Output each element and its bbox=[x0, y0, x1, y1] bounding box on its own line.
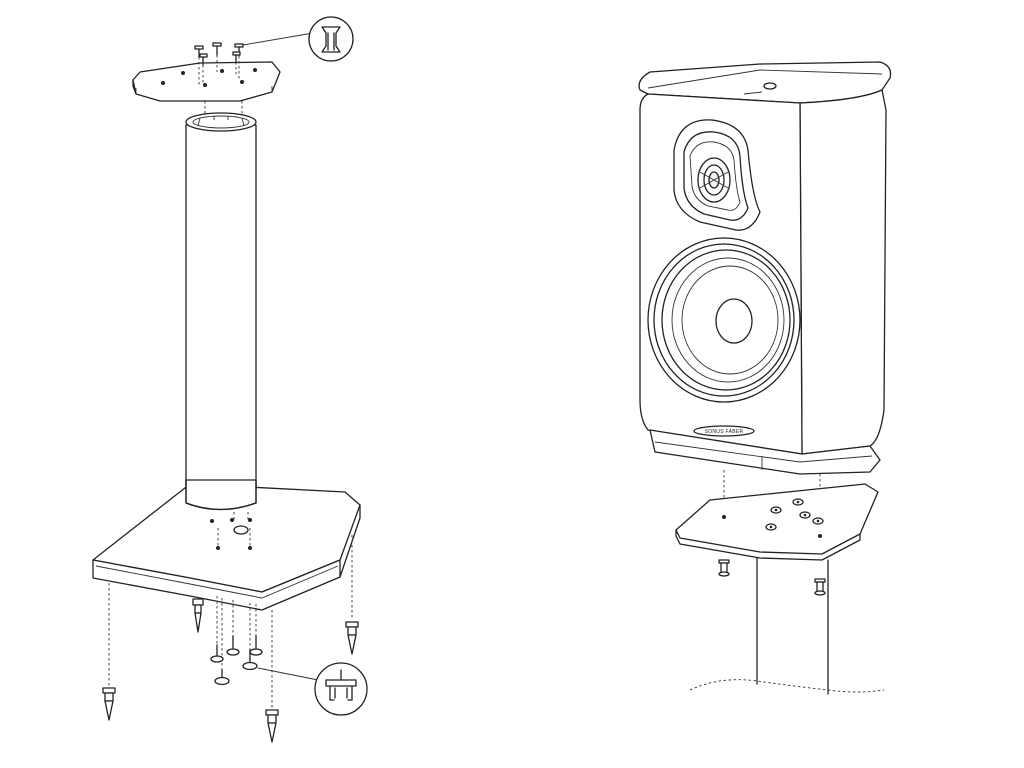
screw-callout bbox=[242, 16, 354, 62]
stand-assembly bbox=[92, 16, 368, 743]
screw bbox=[212, 42, 222, 72]
speaker-woofer bbox=[647, 237, 801, 403]
screw bbox=[718, 559, 730, 577]
screw bbox=[199, 53, 208, 84]
stand-top-plate bbox=[132, 61, 281, 102]
bolt bbox=[242, 649, 258, 671]
screw bbox=[814, 578, 826, 596]
spike-foot bbox=[102, 687, 116, 721]
countersunk-screw-icon bbox=[321, 26, 341, 53]
bolt bbox=[210, 644, 224, 663]
screw bbox=[194, 45, 204, 86]
stand-base-plate bbox=[92, 479, 361, 611]
brand-badge-text: SONUS FABER bbox=[705, 429, 744, 435]
spike-callout bbox=[257, 662, 368, 716]
bolt bbox=[214, 669, 230, 686]
bolt bbox=[249, 635, 263, 656]
spike-foot-icon bbox=[325, 669, 357, 701]
speaker-stand-column bbox=[689, 557, 885, 695]
spike-foot bbox=[192, 598, 204, 633]
top-plate-screws bbox=[194, 42, 244, 86]
stand-column bbox=[185, 112, 257, 511]
base-bolts bbox=[210, 596, 263, 686]
spike-foot bbox=[265, 709, 279, 743]
speaker-plate-screws bbox=[718, 559, 826, 596]
stand-spikes bbox=[102, 535, 359, 743]
speaker-stand-top-plate bbox=[675, 483, 879, 561]
screw bbox=[232, 51, 241, 74]
spike-foot bbox=[345, 621, 359, 655]
speaker-tweeter bbox=[673, 119, 761, 231]
bolt bbox=[226, 635, 240, 656]
brand-badge: SONUS FABER bbox=[693, 425, 755, 437]
speaker-assembly: SONUS FABER bbox=[638, 61, 892, 695]
